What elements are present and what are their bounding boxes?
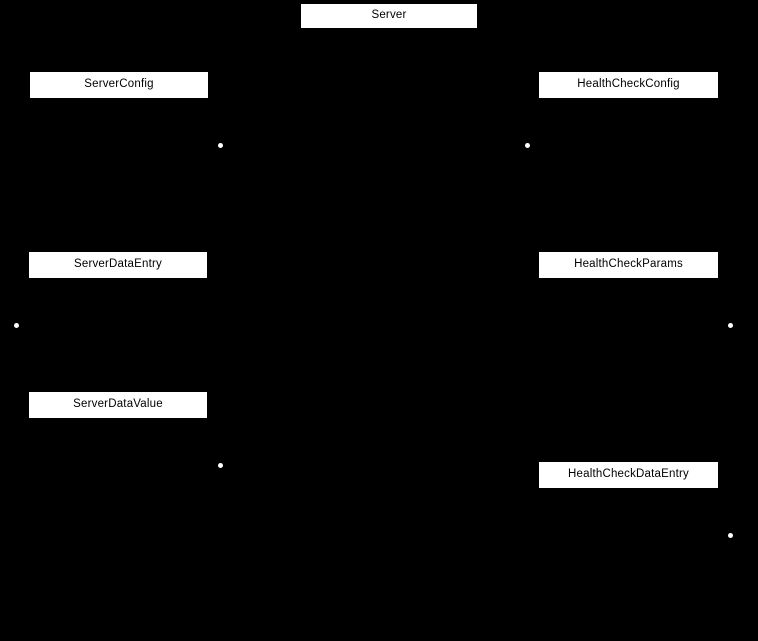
connector-dot xyxy=(727,322,733,328)
connector-dot xyxy=(217,142,223,148)
diagram-node-health-check-config[interactable]: HealthCheckConfig xyxy=(538,71,719,99)
diagram-node-server-data-value[interactable]: ServerDataValue xyxy=(28,391,208,419)
connector-dot xyxy=(13,322,19,328)
diagram-node-server-data-entry[interactable]: ServerDataEntry xyxy=(28,251,208,279)
diagram-node-server-config[interactable]: ServerConfig xyxy=(29,71,209,99)
connector-dot xyxy=(524,142,530,148)
diagram-node-health-check-data-entry[interactable]: HealthCheckDataEntry xyxy=(538,461,719,489)
diagram-node-health-check-params[interactable]: HealthCheckParams xyxy=(538,251,719,279)
diagram-node-server[interactable]: Server xyxy=(300,3,478,29)
connector-dot xyxy=(217,462,223,468)
connector-dot xyxy=(727,532,733,538)
